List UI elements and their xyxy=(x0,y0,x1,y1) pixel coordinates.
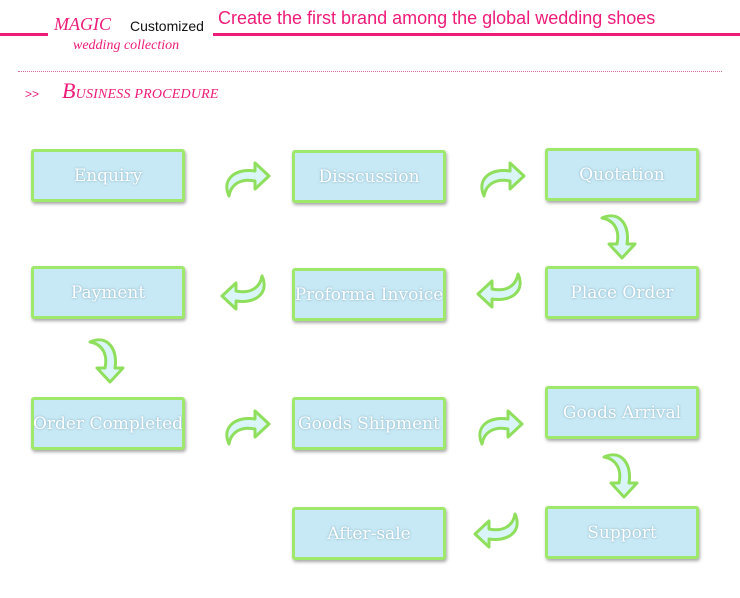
curved-arrow-icon xyxy=(476,272,522,309)
section-title: BUSINESS PROCEDURE xyxy=(62,78,219,104)
curved-arrow-icon xyxy=(88,338,125,384)
header-rule-right xyxy=(213,33,740,36)
step-payment: Payment xyxy=(31,266,185,319)
step-proforma-invoice: Proforma Invoice xyxy=(292,268,446,321)
section-title-rest: USINESS PROCEDURE xyxy=(75,87,219,102)
step-after-sale: After-sale xyxy=(292,507,446,560)
brand-logo-text: MAGIC xyxy=(54,14,111,34)
section-chevrons: >> xyxy=(25,87,40,101)
slogan: Create the first brand among the global … xyxy=(218,8,656,28)
curved-arrow-icon xyxy=(225,161,271,198)
step-goods-arrival: Goods Arrival xyxy=(545,386,699,439)
customized-label: Customized xyxy=(130,18,204,34)
curved-arrow-icon xyxy=(480,161,526,198)
step-place-order: Place Order xyxy=(545,266,699,319)
curved-arrow-icon xyxy=(602,453,639,499)
step-enquiry: Enquiry xyxy=(31,149,185,202)
curved-arrow-icon xyxy=(473,512,519,549)
step-goods-shipment: Goods Shipment xyxy=(292,397,446,450)
curved-arrow-icon xyxy=(600,214,637,260)
dotted-divider xyxy=(18,71,722,72)
step-disscussion: Disscussion xyxy=(292,150,446,203)
header-rule-left xyxy=(0,33,48,36)
section-title-initial: B xyxy=(62,78,76,103)
step-quotation: Quotation xyxy=(545,148,699,201)
curved-arrow-icon xyxy=(220,274,266,311)
curved-arrow-icon xyxy=(225,409,271,446)
curved-arrow-icon xyxy=(478,409,524,446)
collection-label: wedding collection xyxy=(73,38,180,53)
step-support: Support xyxy=(545,506,699,559)
step-order-completed: Order Completed xyxy=(31,397,185,450)
